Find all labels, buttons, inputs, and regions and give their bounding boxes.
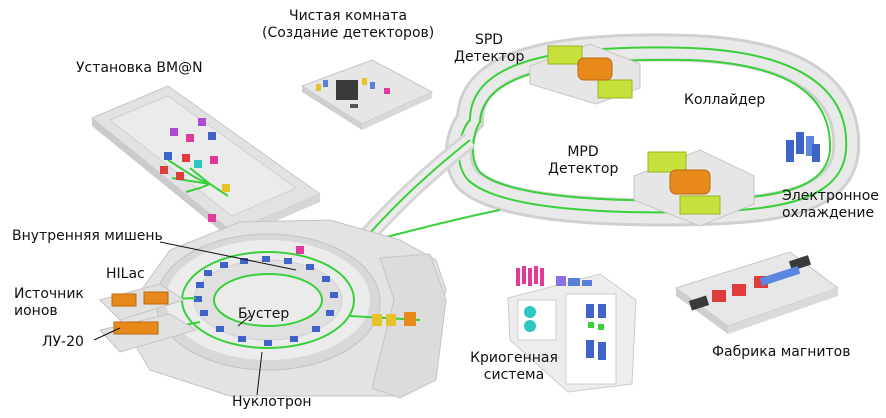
collider-label: Коллайдер <box>684 92 766 108</box>
mpd-label-line2: Детектор <box>548 161 619 177</box>
bmn-setup <box>91 85 322 240</box>
electron-cooling-label-line2: охлаждение <box>782 205 875 221</box>
electron-cooling-label-line1: Электронное <box>782 188 879 204</box>
nuclotron-label: Нуклотрон <box>232 394 312 410</box>
mpd-detector <box>633 149 755 227</box>
ion-source-label-line2: ионов <box>14 303 58 319</box>
cryogenic-label-line2: система <box>483 367 545 383</box>
ion-source-label-line1: Источник <box>14 286 84 302</box>
clean-room-label-line1: Чистая комната <box>288 8 408 24</box>
spd-label: SPD Детектор <box>454 32 524 66</box>
cryogenic-label: Криогенная система <box>462 350 566 384</box>
lu20-label: ЛУ-20 <box>42 334 84 350</box>
clean-room <box>300 59 434 130</box>
spd-label-line2: Детектор <box>454 49 525 65</box>
hilac-label: HILac <box>106 266 145 282</box>
electron-cooling <box>786 132 820 162</box>
spd-label-line1: SPD <box>474 32 504 48</box>
internal-target-label: Внутренняя мишень <box>12 228 163 244</box>
booster-label: Бустер <box>238 306 290 322</box>
clean-room-label-line2: (Создание детекторов) <box>262 25 435 41</box>
cryogenic-label-line1: Криогенная <box>470 350 558 366</box>
leader-lines <box>93 241 297 396</box>
cryogenic-system <box>507 266 637 393</box>
linac-area <box>99 283 198 353</box>
clean-room-label: Чистая комната (Создание детекторов) <box>262 8 434 42</box>
bmn-label: Установка BM@N <box>76 60 203 76</box>
electron-cooling-label: Электронное охлаждение <box>782 188 879 222</box>
mpd-label: MPD Детектор <box>548 144 618 178</box>
accelerator-complex <box>119 214 447 399</box>
magnet-factory <box>674 251 840 334</box>
spd-detector <box>529 43 641 105</box>
magnet-factory-label: Фабрика магнитов <box>712 344 851 360</box>
ion-source-label: Источник ионов <box>14 286 84 320</box>
mpd-label-line1: MPD <box>567 144 599 160</box>
